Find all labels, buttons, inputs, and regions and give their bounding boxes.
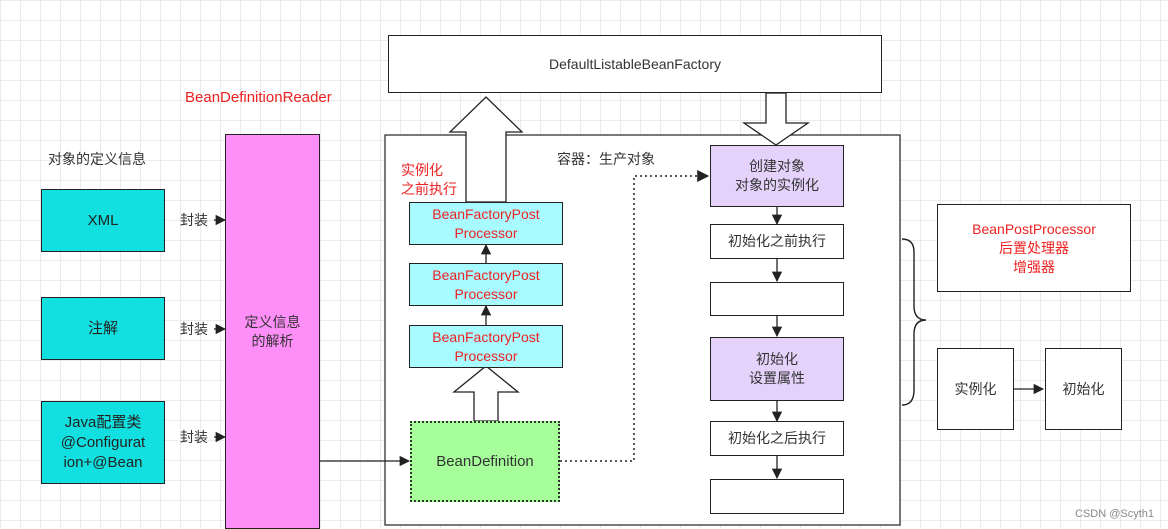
after-init-box: 初始化之后执行 — [710, 421, 844, 456]
definition-parser-label: 定义信息 的解析 — [244, 313, 301, 349]
wrap-label-java-config: 封装 — [180, 429, 208, 445]
wrap-label-xml: 封装 — [180, 212, 208, 228]
bean-definition-reader-title: BeanDefinitionReader — [185, 89, 332, 106]
bean-post-processor-box: BeanPostProcessor 后置处理器 增强器 — [937, 204, 1131, 292]
blank-step-box-2 — [710, 479, 844, 514]
bean-definition-label: BeanDefinition — [436, 453, 534, 470]
bean-definition-box: BeanDefinition — [410, 421, 560, 502]
hollow-arrow-up-to-bfpp — [452, 365, 520, 422]
before-instantiation-note: 实例化 之前执行 — [401, 162, 457, 197]
factory-label: DefaultListableBeanFactory — [549, 55, 721, 72]
java-config-source-label: Java配置类 @Configurat ion+@Bean — [60, 413, 146, 471]
before-init-label: 初始化之前执行 — [728, 233, 826, 249]
init-set-properties-label: 初始化 设置属性 — [749, 351, 805, 386]
instantiate-box: 实例化 — [937, 348, 1014, 430]
bean-factory-post-processor-3: BeanFactoryPost Processor — [409, 325, 563, 368]
hollow-arrow-down-to-create — [741, 92, 811, 146]
bean-factory-post-processor-1: BeanFactoryPost Processor — [409, 202, 563, 245]
default-listable-bean-factory-box: DefaultListableBeanFactory — [388, 35, 882, 93]
bean-factory-post-processor-2: BeanFactoryPost Processor — [409, 263, 563, 306]
after-init-label: 初始化之后执行 — [728, 430, 826, 446]
container-label: 容器：生产对象 — [557, 151, 655, 167]
init-set-properties-box: 初始化 设置属性 — [710, 337, 844, 401]
bfpp-label-3: BeanFactoryPost Processor — [432, 328, 540, 364]
xml-source-box: XML — [41, 189, 165, 252]
create-object-label: 创建对象 对象的实例化 — [735, 158, 819, 193]
create-object-box: 创建对象 对象的实例化 — [710, 145, 844, 207]
java-config-source-box: Java配置类 @Configurat ion+@Bean — [41, 401, 165, 484]
xml-source-label: XML — [87, 211, 119, 229]
before-init-box: 初始化之前执行 — [710, 224, 844, 259]
definition-parser-box: 定义信息 的解析 — [225, 134, 320, 529]
wrap-label-annotation: 封装 — [180, 321, 208, 337]
post-processor-brace — [901, 238, 927, 406]
bean-post-processor-label: BeanPostProcessor 后置处理器 增强器 — [972, 220, 1096, 275]
bfpp-label-1: BeanFactoryPost Processor — [432, 205, 540, 241]
annotation-source-box: 注解 — [41, 297, 165, 360]
hollow-arrow-up-to-factory — [448, 96, 524, 203]
bean-definition-to-create-dotted-arrow — [560, 170, 710, 462]
initialize-box: 初始化 — [1045, 348, 1122, 430]
initialize-label: 初始化 — [1062, 380, 1105, 397]
watermark: CSDN @Scyth1 — [1075, 508, 1155, 520]
definition-info-title: 对象的定义信息 — [48, 151, 146, 167]
instantiate-label: 实例化 — [954, 380, 997, 397]
bfpp-label-2: BeanFactoryPost Processor — [432, 266, 540, 302]
blank-step-box-1 — [710, 282, 844, 316]
annotation-source-label: 注解 — [87, 319, 118, 337]
